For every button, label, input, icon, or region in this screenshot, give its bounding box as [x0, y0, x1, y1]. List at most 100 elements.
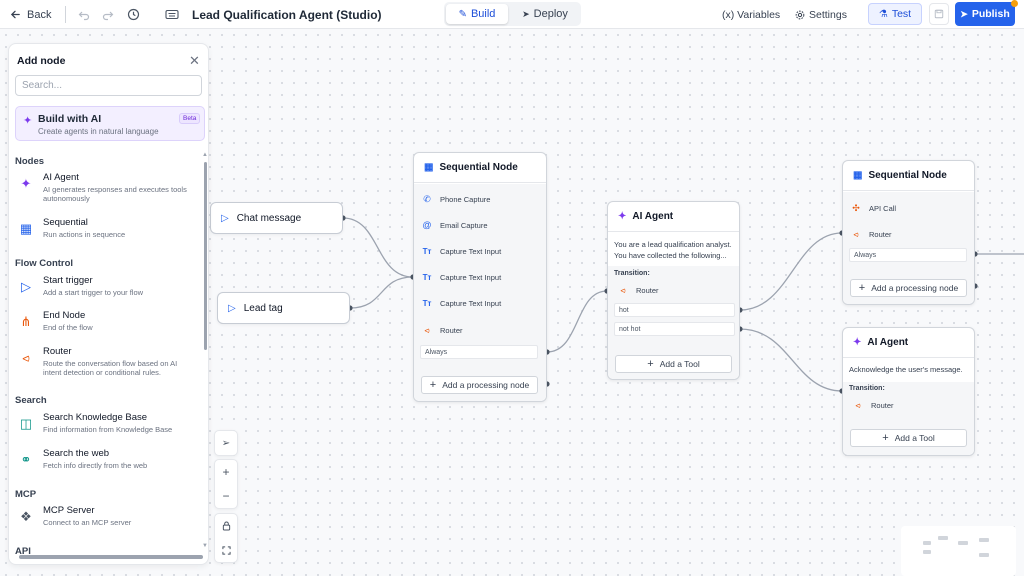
- minimap[interactable]: [901, 526, 1016, 576]
- ai-agent-node-1[interactable]: ✦ AI Agent You are a lead qualification …: [607, 201, 740, 380]
- transition-label: Transition:: [614, 270, 650, 277]
- edge-ai1-hot-to-seq2: [739, 232, 843, 311]
- zoom-in-button[interactable]: +: [215, 460, 237, 484]
- build-with-ai-card[interactable]: ✦ Build with AI Create agents in natural…: [15, 106, 205, 141]
- history-button[interactable]: [127, 6, 140, 23]
- condition-always[interactable]: Always: [420, 345, 538, 359]
- node-title: Sequential Node: [439, 162, 518, 173]
- sequential-node-2[interactable]: ▦ Sequential Node ✣API Call ⪦Router Alwa…: [842, 160, 975, 305]
- trigger-lead-tag[interactable]: ▷ Lead tag: [217, 292, 350, 324]
- node-item-router[interactable]: ⪦ Router Route the conversation flow bas…: [15, 346, 200, 386]
- tab-build[interactable]: ✎ Build: [446, 4, 508, 24]
- step-label: Router: [440, 326, 463, 335]
- node-title: AI Agent: [632, 211, 674, 222]
- sparkles-icon: ✦: [618, 211, 627, 222]
- variables-button[interactable]: (x) Variables: [722, 6, 780, 23]
- scroll-up-icon[interactable]: ▲: [202, 152, 208, 158]
- step-label: API Call: [869, 204, 897, 213]
- item-title: Search Knowledge Base: [43, 412, 148, 423]
- node-item-search-web[interactable]: ⚭ Search the web Fetch info directly fro…: [15, 448, 200, 482]
- node-body: Transition: ⪦Router hot not hot + Add a …: [608, 266, 739, 379]
- condition-always[interactable]: Always: [849, 248, 967, 262]
- vertical-scrollbar[interactable]: [204, 162, 207, 350]
- api-icon: ✣: [852, 203, 860, 213]
- section-nodes: Nodes: [15, 156, 45, 167]
- node-header: ▦ Sequential Node: [414, 153, 546, 183]
- agent-description-line: You have collected the following...: [614, 251, 727, 260]
- undo-button[interactable]: [78, 6, 90, 23]
- lock-button[interactable]: [215, 514, 237, 538]
- mcp-icon: ❖: [20, 509, 32, 524]
- top-bar: Back Lead Qualification Agent (Studio) ✎…: [0, 0, 1024, 29]
- sequential-node-1[interactable]: ▦ Sequential Node ✆Phone Capture @Email …: [413, 152, 547, 402]
- node-item-mcp-server[interactable]: ❖ MCP Server Connect to an MCP server: [15, 505, 200, 539]
- settings-button[interactable]: Settings: [795, 6, 847, 23]
- node-item-sequential[interactable]: ▦ Sequential Run actions in sequence: [15, 217, 200, 251]
- sparkles-icon: ✦: [853, 337, 862, 348]
- section-mcp: MCP: [15, 489, 37, 500]
- step-router[interactable]: ⪦Router: [851, 229, 891, 240]
- add-label: Add a Tool: [894, 433, 935, 443]
- item-subtitle: Add a start trigger to your flow: [43, 288, 144, 297]
- node-item-start-trigger[interactable]: ▷ Start trigger Add a start trigger to y…: [15, 275, 200, 309]
- play-icon: ▷: [21, 279, 31, 294]
- agent-description: You are a lead qualification analyst. Yo…: [608, 239, 739, 261]
- minimap-node: [923, 550, 931, 554]
- minimap-node: [979, 553, 989, 557]
- node-search-input[interactable]: [15, 75, 202, 96]
- add-tool-button[interactable]: + Add a Tool: [615, 355, 732, 373]
- node-item-search-kb[interactable]: ◫ Search Knowledge Base Find information…: [15, 412, 200, 446]
- step-router[interactable]: ⪦Router: [422, 325, 463, 336]
- publish-label: Publish: [971, 8, 1010, 20]
- ai-agent-node-2[interactable]: ✦ AI Agent Acknowledge the user's messag…: [842, 327, 975, 456]
- text-icon: Tт: [422, 247, 432, 256]
- section-flow-control: Flow Control: [15, 258, 74, 269]
- horizontal-scrollbar[interactable]: [19, 555, 203, 559]
- minimap-node: [923, 541, 931, 545]
- plus-icon: +: [429, 379, 437, 391]
- node-item-end-node[interactable]: ⋔ End Node End of the flow: [15, 310, 200, 344]
- zoom-out-button[interactable]: −: [215, 484, 237, 508]
- back-button[interactable]: Back: [10, 6, 51, 23]
- test-button[interactable]: ⚗ Test: [868, 3, 922, 25]
- step-phone-capture[interactable]: ✆Phone Capture: [422, 194, 490, 205]
- minimap-node: [938, 536, 948, 540]
- sparkles-icon: ✦: [23, 115, 33, 127]
- add-tool-button[interactable]: + Add a Tool: [850, 429, 967, 447]
- condition-hot[interactable]: hot: [614, 303, 735, 317]
- node-item-ai-agent[interactable]: ✦ AI Agent AI generates responses and ex…: [15, 172, 200, 206]
- add-label: Add a processing node: [871, 283, 959, 293]
- build-wand-icon: ✎: [458, 8, 467, 20]
- globe-search-icon: ⚭: [20, 452, 32, 467]
- variables-label: (x) Variables: [722, 8, 781, 21]
- pointer-tool[interactable]: ➢: [215, 431, 237, 455]
- tab-build-label: Build: [470, 8, 496, 20]
- condition-not-hot[interactable]: not hot: [614, 322, 735, 336]
- agent-type-icon-wrapper: [165, 6, 179, 23]
- expand-icon: [221, 545, 231, 555]
- close-panel-button[interactable]: ✕: [189, 53, 200, 69]
- transition-router[interactable]: ⪦Router: [853, 400, 893, 411]
- back-label: Back: [27, 8, 52, 21]
- step-email-capture[interactable]: @Email Capture: [422, 220, 487, 230]
- tab-deploy[interactable]: ➤ Deploy: [514, 4, 576, 24]
- scroll-down-icon[interactable]: ▼: [202, 543, 208, 549]
- plus-icon: +: [222, 465, 230, 479]
- redo-button[interactable]: [102, 6, 114, 23]
- at-icon: @: [422, 220, 432, 230]
- trigger-chat-message[interactable]: ▷ Chat message: [210, 202, 343, 234]
- gear-icon: [795, 10, 805, 19]
- publish-button[interactable]: ➤ Publish: [955, 2, 1015, 26]
- add-processing-node-button[interactable]: + Add a processing node: [850, 279, 967, 297]
- play-icon: ▷: [228, 302, 236, 314]
- add-processing-node-button[interactable]: + Add a processing node: [421, 376, 538, 394]
- mode-toggle: ✎ Build ➤ Deploy: [444, 2, 581, 26]
- fit-view-button[interactable]: [215, 538, 237, 562]
- step-api-call[interactable]: ✣ API Call: [851, 203, 896, 214]
- transition-router[interactable]: ⪦Router: [618, 285, 658, 296]
- item-title: Sequential: [43, 217, 88, 228]
- save-button[interactable]: [929, 3, 949, 25]
